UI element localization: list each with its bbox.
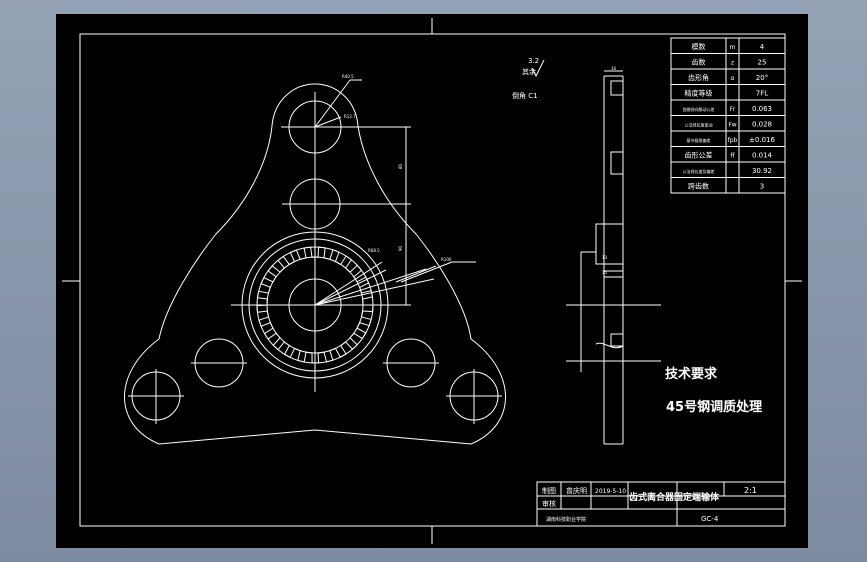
tb-date: 2019-5-10: [595, 488, 626, 495]
inner-border: [79, 33, 786, 527]
leader-r3: [314, 261, 383, 306]
tb-border: [536, 481, 786, 527]
dim-label-80: 80: [398, 163, 403, 169]
dim-label-r100: R100: [441, 257, 452, 262]
tb-part-name: 齿式离合器固定端输体: [629, 491, 720, 503]
plate-outline: [124, 83, 506, 445]
dim-label-r1: R40.5: [342, 74, 354, 79]
table-label: 精度等级: [685, 88, 713, 97]
drawing-sheet: R40.5 R12.7 80 90 R68.5 R100 16 13 15 其余: [56, 14, 808, 548]
side-hatch-2: [610, 151, 624, 175]
title-block: 制图 审核 曾庆明 2019-5-10 齿式离合器固定端输体 2:1 湖南科技职…: [536, 481, 786, 527]
table-label: 齿形角: [688, 73, 709, 82]
chamfer-note: 倒角 C1: [512, 91, 538, 100]
table-value: 3: [760, 182, 764, 190]
tech-requirements-line1: 45号钢调质处理: [666, 399, 762, 415]
leader-r1: [314, 79, 351, 128]
roughness-value: 3.2: [528, 57, 539, 65]
dim-label-r68: R68.5: [368, 248, 380, 253]
leader-r100: [400, 261, 453, 283]
table-label: 齿形公差: [685, 150, 713, 159]
table-symbol: z: [731, 59, 734, 66]
roughness-label: 其余: [522, 67, 536, 76]
table-value: 25: [758, 58, 767, 66]
table-label: 齿数: [692, 57, 706, 66]
table-symbol: ff: [730, 152, 735, 159]
side-dim-15: 15: [602, 270, 608, 275]
drawing-canvas: R40.5 R12.7 80 90 R68.5 R100 16 13 15 其余: [62, 18, 802, 544]
leader-outer: [395, 265, 437, 283]
front-view: R40.5 R12.7 80 90 R68.5 R100: [124, 74, 506, 445]
table-value: 4: [760, 43, 765, 51]
tb-check-label: 审核: [542, 499, 556, 508]
leader-r5: [314, 268, 427, 306]
dim-label-90: 90: [398, 245, 403, 251]
table-value: 20°: [756, 74, 768, 82]
table-value: 0.063: [752, 105, 772, 113]
roughness-symbol: [531, 59, 545, 78]
table-label: 公法线长度及偏差: [683, 168, 715, 174]
table-symbol: α: [731, 75, 735, 82]
table-value: 0.028: [752, 120, 772, 128]
tb-school: 湖南科技职业学院: [546, 516, 586, 523]
tb-draw-label: 制图: [542, 486, 556, 495]
table-label: 公法线长度变动: [685, 121, 713, 127]
side-dim-13: 13: [602, 255, 608, 260]
leader-r6: [314, 278, 435, 306]
dim-label-r2: R12.7: [344, 114, 356, 119]
table-label: 跨齿数: [688, 181, 709, 190]
table-value: 7FL: [756, 89, 768, 97]
tech-requirements-title: 技术要求: [665, 366, 718, 382]
table-value: ±0.016: [749, 136, 775, 144]
table-value: 30.92: [752, 167, 772, 175]
table-symbol: m: [730, 44, 736, 51]
side-hub: [595, 223, 624, 265]
gear-parameter-table: 模数 m 4 齿数 z 25 齿形角 α 20° 精度等级 7FL 齿圈径向跳动公差 Fr 0.063 公法…: [670, 37, 786, 194]
side-break-curve: [595, 342, 624, 349]
table-rows: 模数 m 4 齿数 z 25 齿形角 α 20° 精度等级 7FL 齿圈径向跳动公差 Fr 0.063 公法…: [671, 42, 785, 190]
table-symbol: Fw: [728, 121, 736, 128]
table-label: 齿圈径向跳动公差: [683, 106, 715, 112]
leader-r4: [314, 269, 387, 306]
table-label: 模数: [692, 42, 706, 51]
side-hatch-1: [610, 80, 624, 96]
tb-code: GC-4: [701, 515, 719, 523]
side-view: 16 13 15: [566, 66, 661, 445]
table-value: 0.014: [752, 151, 773, 159]
table-label: 基节极限偏差: [687, 137, 711, 143]
leader-r2: [314, 116, 342, 128]
side-hatch-3: [610, 333, 624, 347]
tb-scale: 2:1: [744, 486, 757, 495]
table-symbol: Fr: [730, 106, 736, 113]
side-dim-16: 16: [611, 66, 617, 71]
surface-roughness-note: 其余 3.2 倒角 C1: [512, 57, 545, 100]
tb-drawer: 曾庆明: [566, 486, 587, 495]
table-symbol: fpb: [728, 137, 738, 144]
